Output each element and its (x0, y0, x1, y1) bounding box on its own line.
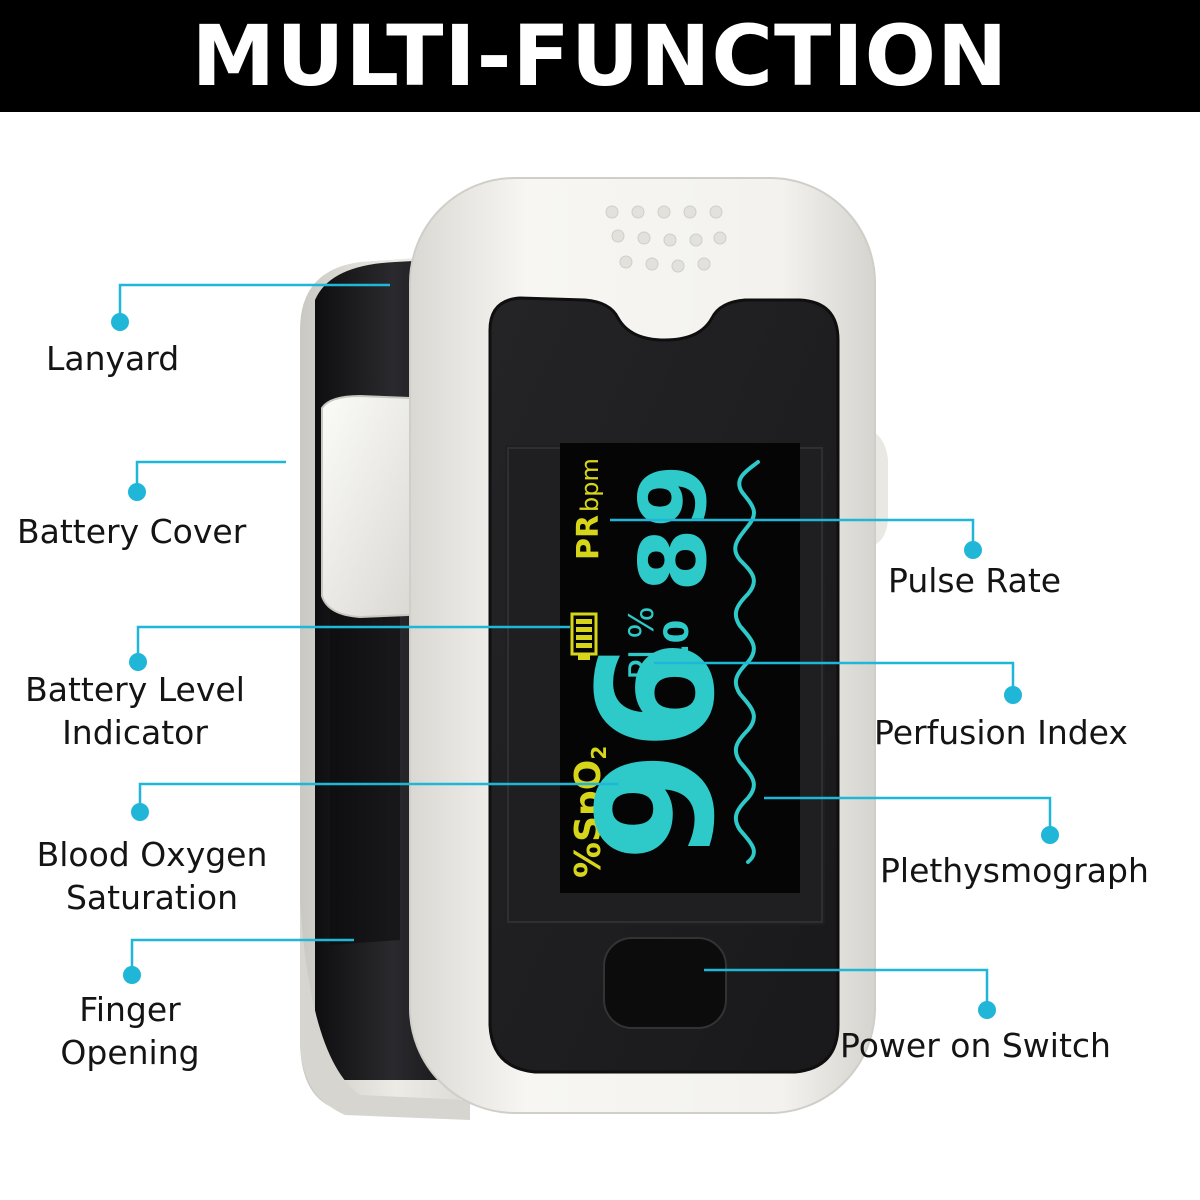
pi-value: 1.0 (657, 620, 697, 680)
finger-opening-label: Finger Opening (40, 988, 220, 1074)
battery-level-line-1: Battery Level (25, 670, 245, 709)
pr-unit: bpm (576, 458, 604, 512)
oled-display: PR bpm 89 PI % 1.0 %SpO2 96 (563, 458, 760, 878)
front-casing (409, 177, 876, 1114)
blood-oxygen-line-1: Blood Oxygen (36, 835, 268, 874)
perfusion-index-label: Perfusion Index (874, 713, 1128, 752)
page-title: MULTI-FUNCTION (191, 7, 1009, 105)
callout-lines (118, 283, 1052, 1010)
header-banner: MULTI-FUNCTION (0, 0, 1200, 112)
spo2-value: 96 (563, 639, 750, 862)
pulse-rate-value: 89 (620, 464, 727, 592)
blood-oxygen-line-2: Saturation (65, 878, 239, 917)
pi-label: PI % (622, 606, 662, 680)
blood-oxygen-label: Blood Oxygen Saturation (16, 833, 288, 919)
battery-cover-label: Battery Cover (17, 512, 247, 551)
battery-level-line-2: Indicator (62, 713, 208, 752)
pulse-rate-label: Pulse Rate (888, 561, 1062, 600)
finger-opening-line-1: Finger (79, 990, 181, 1029)
spo2-label: %SpO2 (568, 746, 611, 878)
plethysmograph-label: Plethysmograph (880, 851, 1149, 890)
battery-icon (570, 612, 598, 660)
power-button-icon[interactable] (603, 937, 727, 1029)
callout-dot-icon (111, 313, 1059, 1019)
battery-level-label: Battery Level Indicator (10, 668, 260, 754)
pr-label: PR (571, 515, 606, 560)
finger-opening-line-2: Opening (60, 1033, 200, 1072)
power-switch-label: Power on Switch (840, 1026, 1111, 1065)
lanyard-label: Lanyard (46, 339, 180, 378)
